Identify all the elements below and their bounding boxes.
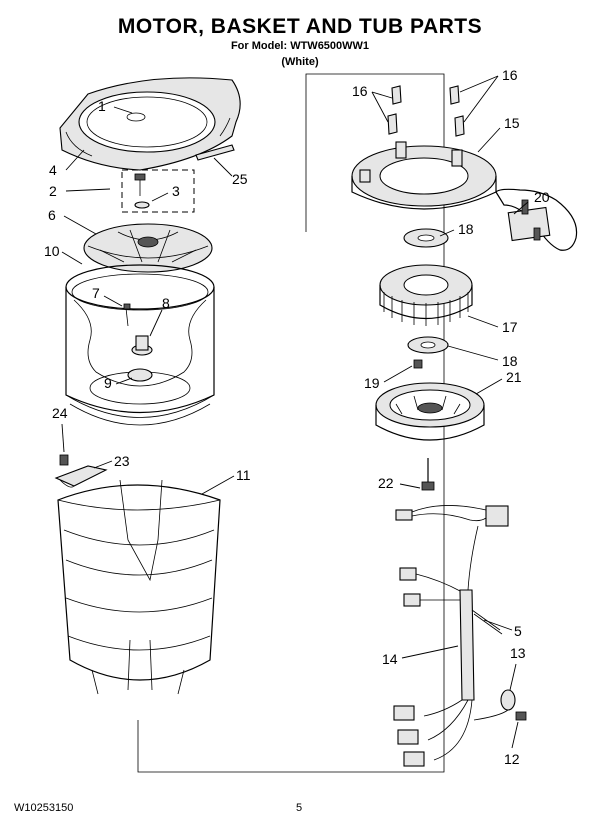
- callout-19: 19: [364, 375, 380, 391]
- callout-11: 11: [236, 467, 251, 483]
- tub-screw: [59, 454, 69, 466]
- agitator-cap: [83, 223, 213, 273]
- stator-pins: [387, 85, 465, 137]
- basket-hardware: [121, 169, 195, 213]
- tub-ring: [59, 77, 241, 171]
- callout-1: 1: [98, 98, 106, 114]
- strip-part: [195, 144, 235, 161]
- stator-mount: [351, 141, 497, 210]
- wash-basket: [65, 264, 215, 426]
- doc-number: W10253150: [14, 802, 74, 814]
- outer-tub: [57, 479, 221, 695]
- clip: [515, 711, 527, 721]
- callout-17: 17: [502, 319, 518, 335]
- color-line: (White): [281, 56, 319, 68]
- model-line: For Model: WTW6500WW1: [230, 40, 370, 52]
- wire-harness: [393, 505, 509, 767]
- rotor-nut: [413, 359, 423, 369]
- sensor-detail: [495, 188, 578, 251]
- callout-16a: 16: [352, 83, 368, 99]
- rotor: [375, 382, 485, 441]
- callout-24: 24: [52, 405, 68, 421]
- page-title: MOTOR, BASKET AND TUB PARTS: [117, 15, 483, 38]
- thermistor: [473, 689, 516, 721]
- callout-12: 12: [504, 751, 520, 767]
- callout-25: 25: [232, 171, 248, 187]
- callout-15: 15: [504, 115, 520, 131]
- callout-5: 5: [514, 623, 522, 639]
- washer-bottom: [407, 336, 449, 354]
- callout-4: 4: [49, 162, 57, 178]
- leader-lines: [61, 75, 529, 749]
- callout-16b: 16: [502, 67, 518, 83]
- callout-6: 6: [48, 207, 56, 223]
- stator: [379, 264, 473, 326]
- callout-7: 7: [92, 285, 100, 301]
- callout-9: 9: [104, 375, 112, 391]
- page-number: 5: [296, 802, 303, 814]
- rotor-bolt: [421, 458, 435, 491]
- callout-2: 2: [49, 183, 57, 199]
- callout-18a: 18: [458, 221, 474, 237]
- callout-3: 3: [172, 183, 180, 199]
- callout-21: 21: [506, 369, 522, 385]
- washer-top: [403, 228, 449, 248]
- callout-23: 23: [114, 453, 130, 469]
- callout-14: 14: [382, 651, 398, 667]
- callout-10: 10: [44, 243, 60, 259]
- callout-20: 20: [534, 189, 550, 205]
- tub-bracket: [54, 465, 108, 488]
- callout-labels: 1 4 2 3 25 6 10 7 8 9 24 23 11 16 16 15 …: [44, 67, 550, 767]
- callout-18b: 18: [502, 353, 518, 369]
- callout-22: 22: [378, 475, 394, 491]
- callout-13: 13: [510, 645, 526, 661]
- callout-8: 8: [162, 295, 170, 311]
